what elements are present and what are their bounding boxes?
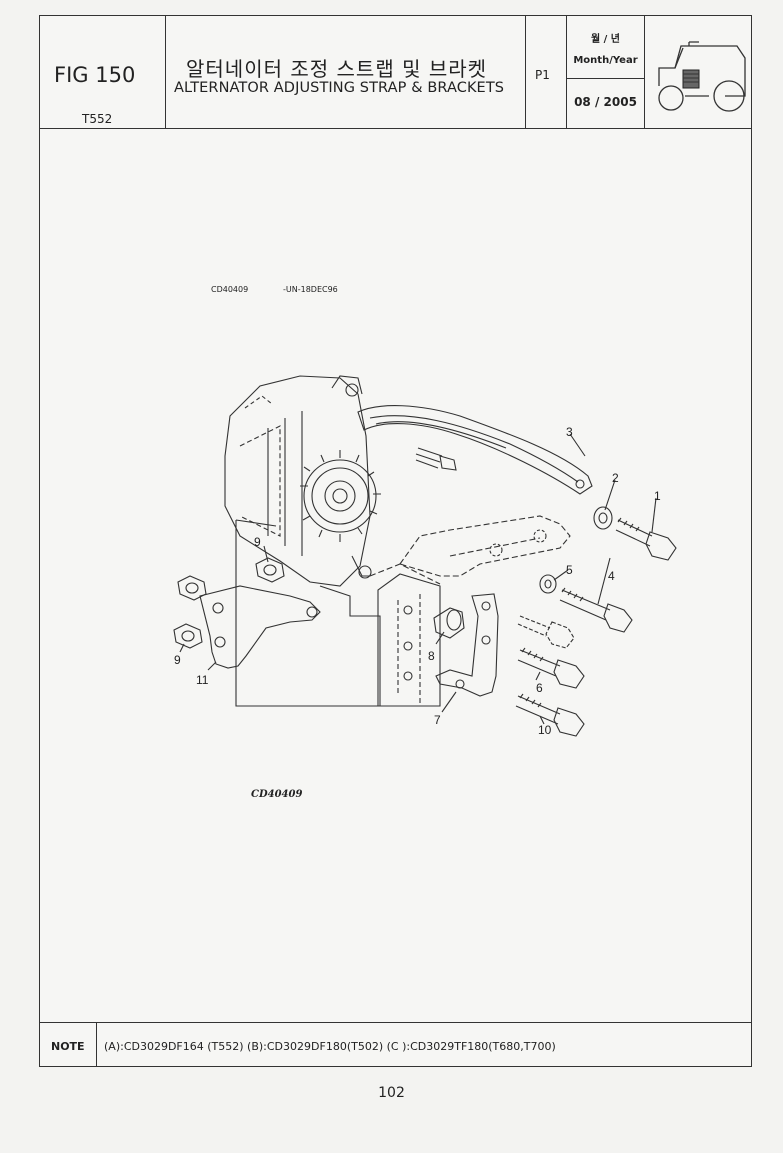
callout-10: 10 xyxy=(538,723,552,737)
tractor-icon xyxy=(658,41,746,112)
date-cell: 월 / 년 Month/Year 08 / 2005 xyxy=(567,16,645,128)
leader-9-upper xyxy=(263,545,269,563)
bracket-11 xyxy=(199,585,321,669)
bolt-4 xyxy=(559,587,633,633)
leader-7 xyxy=(441,691,457,713)
model-code: T552 xyxy=(82,112,113,126)
date-label-korean: 월 / 년 xyxy=(590,34,620,45)
parts-page: FIG 150 T552 알터네이터 조정 스트랩 및 브라켓 ALTERNAT… xyxy=(39,15,752,1067)
callout-9-lower: 9 xyxy=(174,653,181,667)
leader-2 xyxy=(604,479,616,511)
page-number: 102 xyxy=(378,1085,405,1101)
bolt-1 xyxy=(615,517,677,561)
nut-9-lower xyxy=(173,623,203,649)
washer-2 xyxy=(593,506,613,530)
bolt-short xyxy=(517,615,575,649)
leader-9-lower xyxy=(179,643,185,653)
engine-block xyxy=(377,573,441,707)
bolt-10 xyxy=(515,693,585,737)
figure-number: FIG 150 xyxy=(54,63,136,87)
tractor-cell xyxy=(645,16,753,128)
date-value: 08 / 2005 xyxy=(574,95,637,109)
leader-1 xyxy=(651,497,657,533)
date-label-english: Month/Year xyxy=(573,55,638,66)
alternator xyxy=(224,375,381,587)
nut-9-upper xyxy=(255,557,285,583)
leader-3 xyxy=(569,433,586,457)
page-cell: P1 xyxy=(526,16,567,128)
left-plate xyxy=(235,519,381,707)
note-text: (A):CD3029DF164 (T552) (B):CD3029DF180(T… xyxy=(104,1040,556,1053)
leader-6 xyxy=(535,671,541,681)
note-label-cell: NOTE xyxy=(40,1023,97,1067)
note-label: NOTE xyxy=(51,1040,85,1053)
illustration-code: CD40409 xyxy=(211,285,249,294)
callout-3: 3 xyxy=(566,425,573,439)
page-header: FIG 150 T552 알터네이터 조정 스트랩 및 브라켓 ALTERNAT… xyxy=(40,16,751,129)
leader-8 xyxy=(435,631,445,645)
leader-5 xyxy=(553,569,569,581)
callout-9-upper: 9 xyxy=(254,535,261,549)
callout-5: 5 xyxy=(566,563,573,577)
title-cell: 알터네이터 조정 스트랩 및 브라켓 ALTERNATOR ADJUSTING … xyxy=(166,16,526,128)
strap-bolt xyxy=(415,447,457,471)
leader-4 xyxy=(597,557,611,605)
spacer-8 xyxy=(433,607,465,639)
nut-left xyxy=(177,575,207,601)
callout-6: 6 xyxy=(536,681,543,695)
leader-10 xyxy=(539,715,545,725)
callout-2: 2 xyxy=(612,471,619,485)
page-index: P1 xyxy=(535,68,550,82)
callout-11: 11 xyxy=(196,673,209,687)
exploded-parts-diagram: 3 2 1 4 5 6 7 8 9 9 10 11 xyxy=(173,375,677,737)
figure-cell: FIG 150 T552 xyxy=(40,16,166,128)
callout-7: 7 xyxy=(434,713,441,727)
note-row: NOTE (A):CD3029DF164 (T552) (B):CD3029DF… xyxy=(40,1022,751,1067)
leader-11 xyxy=(207,661,217,671)
washer-5 xyxy=(539,574,557,594)
illustration-caption: CD40409 xyxy=(251,789,303,800)
callout-8: 8 xyxy=(428,649,435,663)
adjusting-strap xyxy=(357,405,593,495)
bolt-6 xyxy=(517,647,585,689)
illustration-stamp: -UN-18DEC96 xyxy=(283,285,338,294)
callout-1: 1 xyxy=(654,489,661,503)
date-divider xyxy=(567,78,644,79)
bracket-7 xyxy=(435,593,499,697)
callout-4: 4 xyxy=(608,569,615,583)
title-korean: 알터네이터 조정 스트랩 및 브라켓 xyxy=(186,57,488,81)
title-english: ALTERNATOR ADJUSTING STRAP & BRACKETS xyxy=(174,80,505,96)
engine-bracket xyxy=(369,515,571,585)
